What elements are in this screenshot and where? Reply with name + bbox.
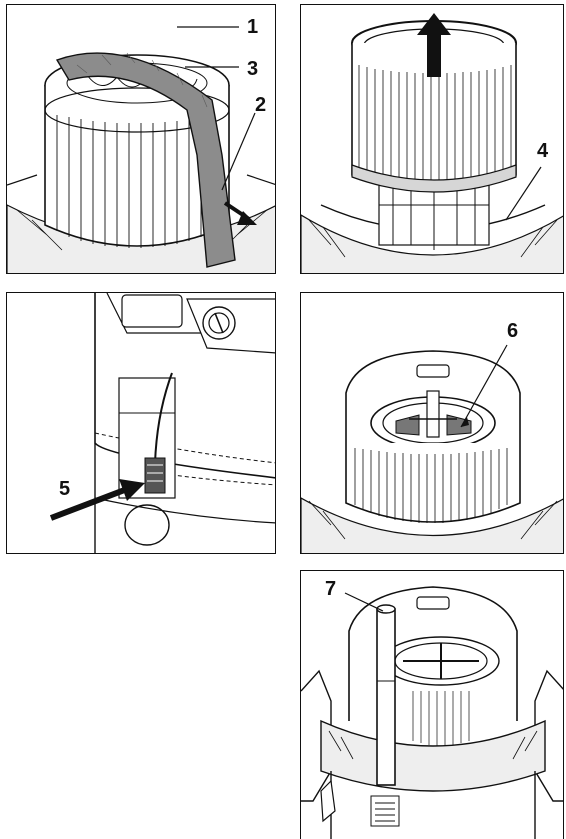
- filter-insert-illustration: [301, 344, 563, 553]
- panel-lift-pleated-filter: 4: [300, 4, 564, 274]
- rod-insertion-illustration: [301, 586, 563, 839]
- callout-7-label: 7: [325, 578, 337, 600]
- pleated-filter-lift-illustration: [301, 13, 563, 273]
- callout-2-label: 2: [255, 94, 267, 116]
- callout-4-label: 4: [537, 140, 549, 162]
- machine-side-illustration: [49, 293, 275, 553]
- callout-6-label: 6: [507, 320, 519, 342]
- callout-5-label: 5: [59, 478, 71, 500]
- callout-1-label: 1: [247, 16, 259, 38]
- panel-rod-insertion: 7: [300, 570, 564, 839]
- callout-3-label: 3: [247, 58, 259, 80]
- panel-filter-insert: 6: [300, 292, 564, 554]
- panel-side-insertion: 5: [6, 292, 276, 554]
- panel-remove-filter-bag: 1 3 2: [6, 4, 276, 274]
- filter-bag-illustration: [7, 26, 275, 273]
